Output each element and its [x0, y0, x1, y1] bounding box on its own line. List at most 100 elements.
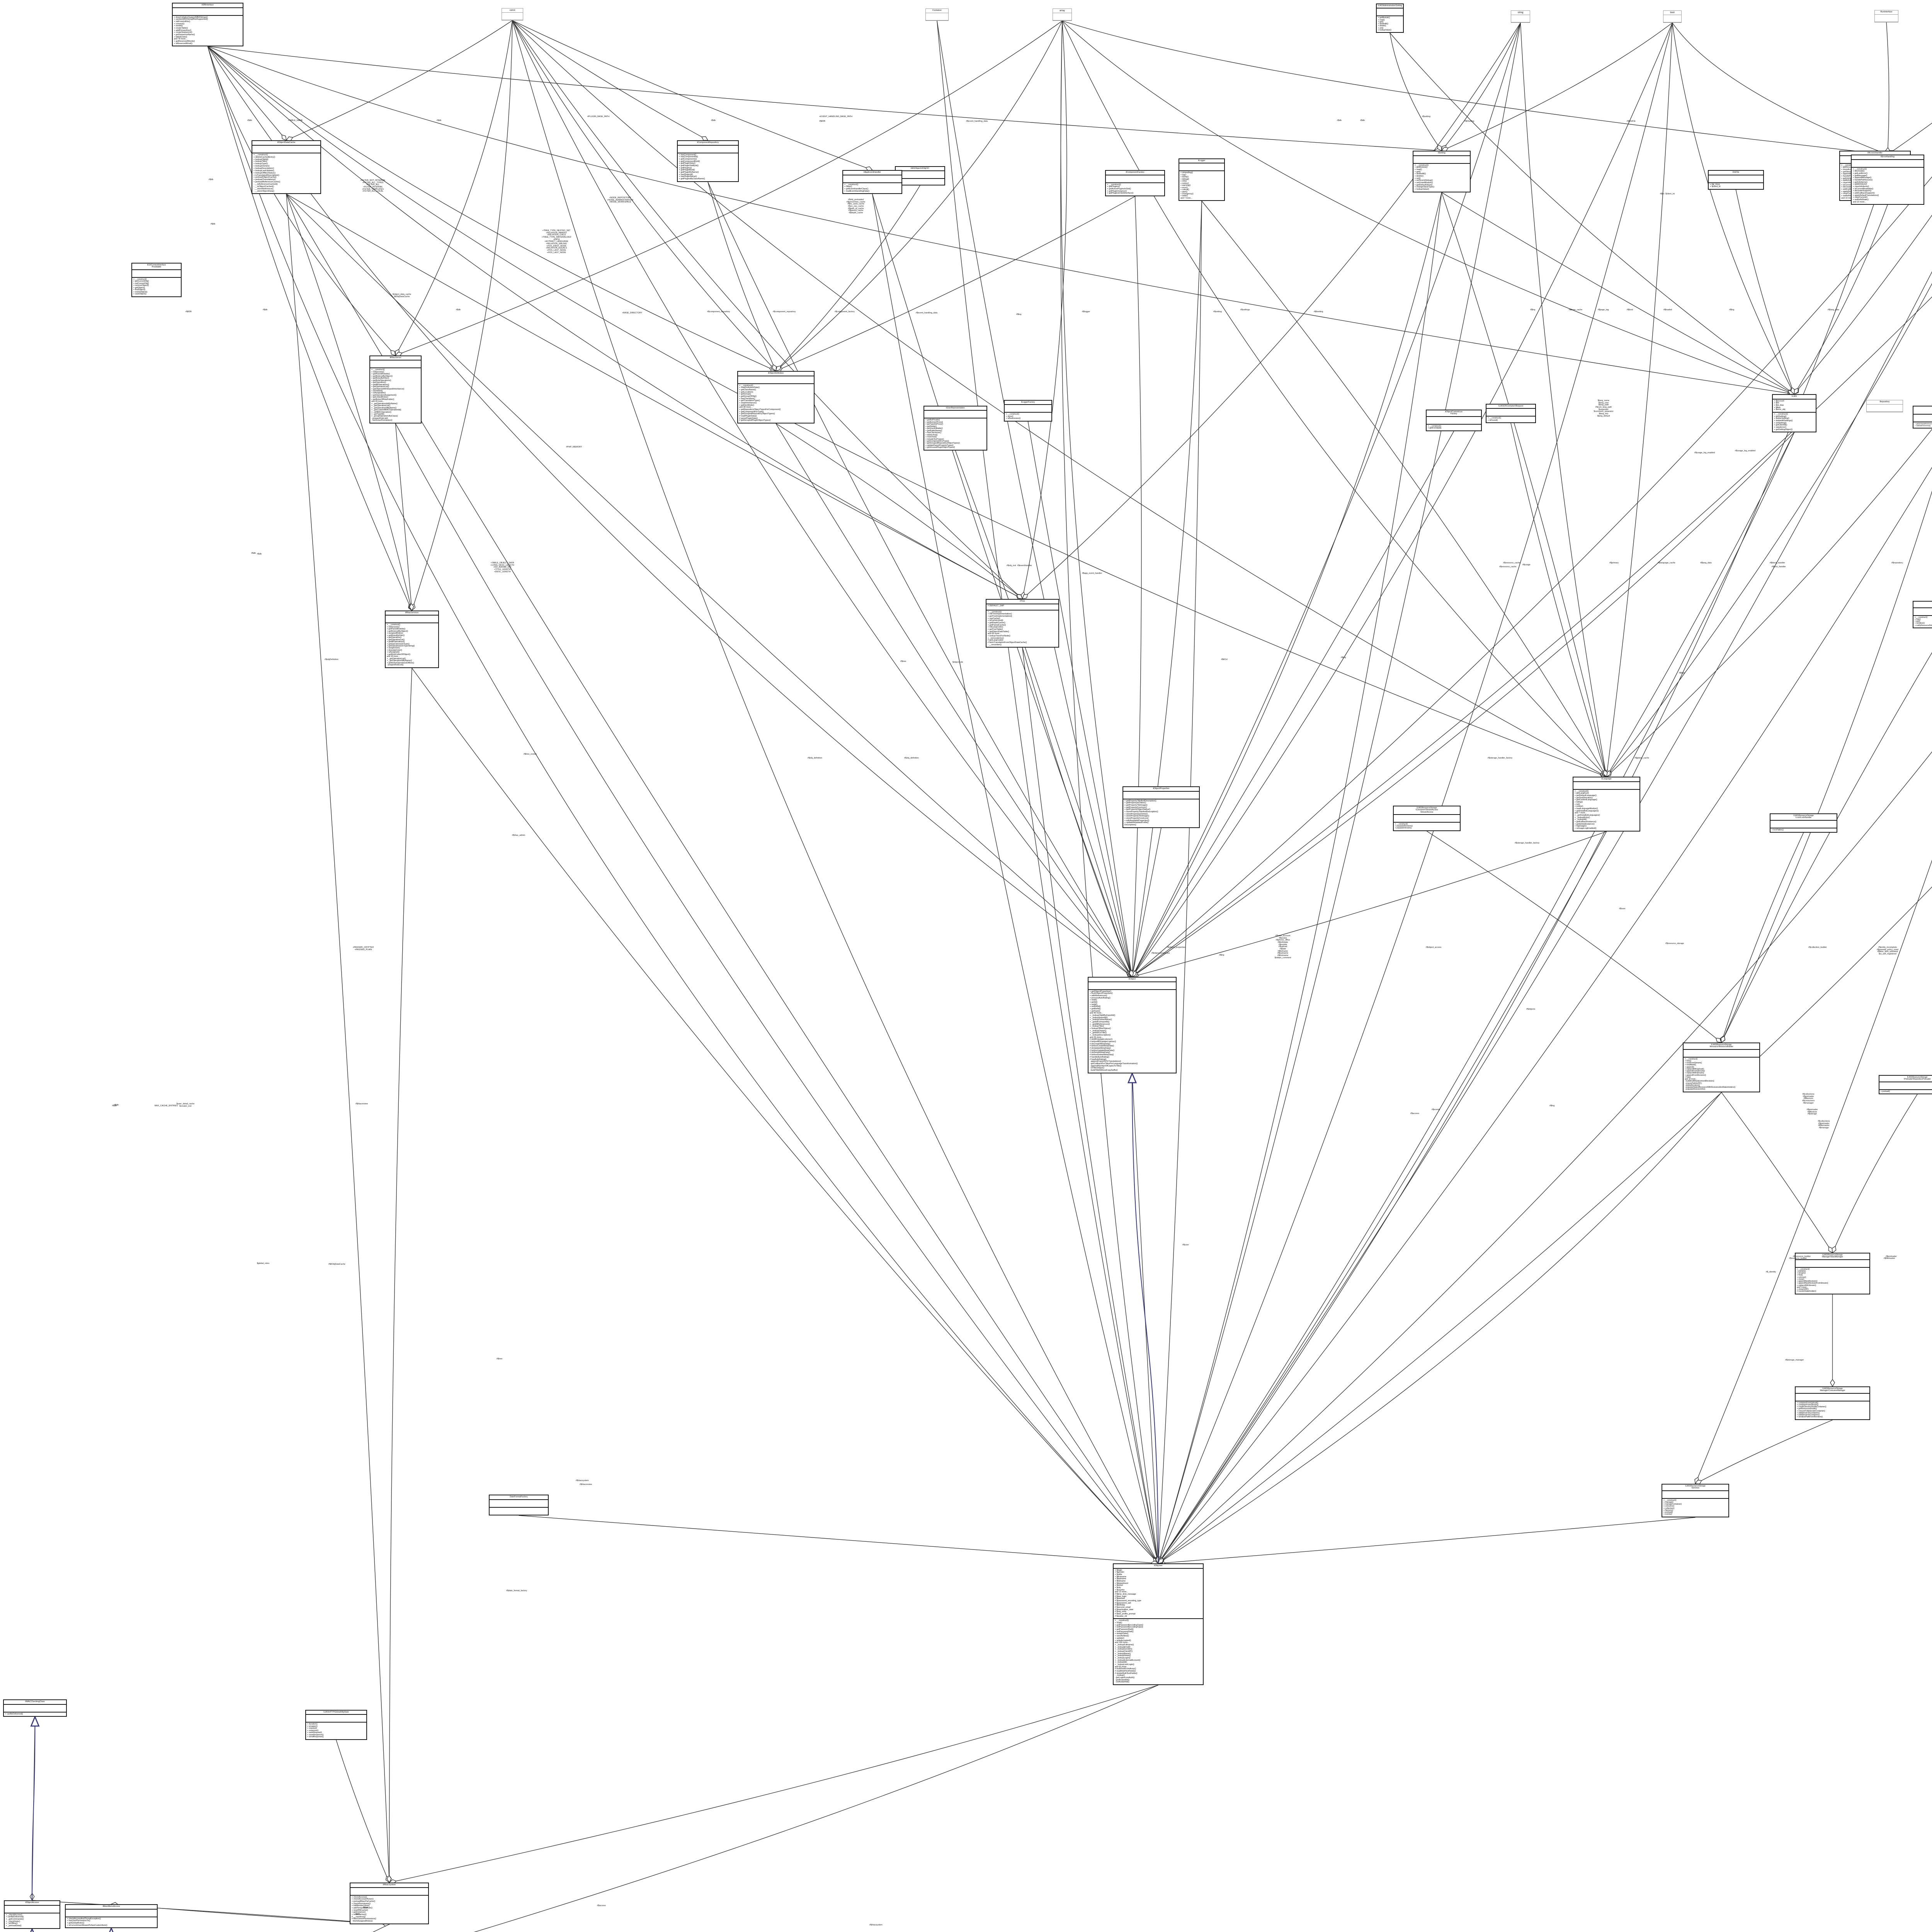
uml-class-ilAppEventHandler[interactable]: ilAppEventHandler+ __construct()+ raise(…: [842, 170, 902, 194]
uml-operation: + read(): [1415, 168, 1422, 171]
uml-class-ilIniFile[interactable]: ilIniFile+ INI_FILE+ $client_id: [1708, 170, 1764, 190]
edge-label: #$lang_data: [1700, 562, 1712, 564]
uml-operation: + clearInfoItems(): [1841, 182, 1858, 184]
uml-class-ilObjectPropsMain[interactable]: ilObjectProperties+ getPropertyTitleAndD…: [1122, 786, 1200, 828]
uml-class-ilWACCheckingClass[interactable]: ilWACCheckingClass+ canBeDelivered(): [3, 1699, 67, 1717]
uml-class-ilDateFormatFactory[interactable]: DateFormatFactory: [489, 1495, 549, 1515]
uml-class-title: ILIAS\ResourceStorage\Resource\ResourceB…: [1684, 1043, 1759, 1050]
uml-class-string[interactable]: string: [1511, 10, 1530, 23]
uml-class-ILIASResourceStorageServices[interactable]: ILIAS\ResourceStorage\Services+ __constr…: [1662, 1484, 1729, 1517]
uml-operation: # doDeleteMetaData(): [1090, 1051, 1111, 1054]
uml-operation: + getPasswordSalt(): [1115, 1628, 1134, 1631]
uml-operation: + lookupValue(): [1415, 188, 1429, 191]
uml-class-operations: + __construct()+ initTreeImplementation(…: [986, 611, 1058, 647]
uml-class-title: ILIAS\ResourceStorage\CollectionIdentifi…: [1913, 602, 1932, 608]
uml-operation: # getGroupedPluginObjectTypes(): [739, 419, 771, 422]
uml-class-attributes: [1879, 1082, 1932, 1090]
edge-label: #$loaded: [1663, 309, 1672, 311]
uml-class-ilObjectDataCache[interactable]: ilObjectDataCache+ __construct()+ delete…: [252, 140, 321, 194]
uml-operation: + info(): [1180, 180, 1187, 183]
uml-operation: + assignData(): [1115, 1633, 1129, 1635]
uml-class-ilTree[interactable]: ilTree# DEFAULT_GAP+ __construct()+ init…: [986, 599, 1059, 648]
uml-operation: + storePropertyCoreIcon(): [1124, 817, 1149, 820]
uml-operation: + __construct(): [253, 153, 268, 156]
uml-operation: and 69 more...: [988, 633, 1001, 635]
uml-class-ILIASResourceStorageResourceBuilder[interactable]: ILIAS\ResourceStorage\Resource\ResourceB…: [1683, 1043, 1760, 1092]
uml-class-ilObject[interactable]: ilObject+ getObjectProperties()+ flushOb…: [1088, 977, 1177, 1073]
uml-operation: + initLangCode(): [988, 626, 1003, 629]
uml-operation: + consume(): [1663, 1505, 1674, 1508]
uml-attribute: # $password_salt: [1115, 1602, 1131, 1604]
uml-operation: + getAllOperations(): [371, 383, 389, 386]
uml-class-ilUserRepresentation[interactable]: ilUserRepresentation+ getAsPrivate()+ ge…: [923, 406, 987, 451]
uml-class-ilObjectRequestRetriever[interactable]: ILIAS\DI\Container\Request+ __construct(…: [1486, 404, 1536, 423]
edge-label: #$objDefinition: [325, 658, 338, 661]
uml-operation: + isBusinesses(): [1006, 417, 1021, 420]
uml-class-ilObjUser[interactable]: ilObjUser+ $login+ $gender+ $utitle+ $fi…: [1113, 1563, 1204, 1685]
uml-class-ilErrorHandling[interactable]: ilErrorHandling+ __construct()+ devmode(…: [1851, 155, 1924, 205]
uml-class-ILIAS[interactable]: ILIAS+ $account+ $ini+ $ini_ilias+ $ilia…: [1772, 394, 1816, 433]
uml-class-ILIASResourceStorageManagerStackManager[interactable]: ILIAS\ResourceStorage\Manager\StackManag…: [1795, 1253, 1870, 1294]
uml-class-ilHTTPGlobalKeyValue[interactable]: ILIAS\HTTP\GlobalHttpState+ duration()+ …: [305, 1710, 367, 1740]
uml-operation: + lookupLastUpdate(): [253, 169, 274, 172]
edge-label: #$user: [1182, 1244, 1189, 1246]
uml-class-ilRbacServices[interactable]: ilRbacServices+ __construct()+ initSessi…: [385, 611, 439, 668]
uml-class-ilObjectFactoryTopMid[interactable]: ilIASObjectUIObjCIC+ db()+ init(): [895, 166, 945, 186]
uml-class-ilRbacReview[interactable]: ilRbacServer+ __construct()+ initSession…: [369, 355, 422, 423]
uml-class-ILIAS\Administration\Setting[interactable]: ILIAS\Administration\Setting+ getModule(…: [1376, 3, 1404, 33]
uml-class-ilMainMenuAccess[interactable]: ilMainMenuAccess+ checkAccessAndThrowExc…: [65, 1904, 158, 1929]
uml-class-title: DateFormatFactory: [490, 1495, 548, 1500]
uml-operation: - buildTitleWithoutCopySuffix(): [1090, 1069, 1118, 1071]
uml-class-ilLoggerFactory[interactable]: ilLoggerFactory+ __construct()+ store()+…: [1004, 400, 1052, 422]
uml-operation: + removeFolderInsideContainer(): [1797, 1410, 1825, 1412]
uml-class-ILIASResourcePreloaderRepositoryPreloader[interactable]: ILIAS\ResourceStorage\Preloader\Reposito…: [1879, 1075, 1932, 1094]
uml-class-ilObjectAccess[interactable]: ilObjectAccess+ _checkAccess()+ canBeDel…: [4, 1900, 60, 1929]
uml-class-ilObjectDefinition[interactable]: ilObjectDefinition+ __construct()+ readD…: [737, 371, 815, 424]
uml-class-ILIASResourceStorageManagerConsumerManager[interactable]: ILIAS\ResourceStorage\Manager\ConsumerMa…: [1795, 1386, 1870, 1420]
uml-class-array[interactable]: array: [1053, 9, 1072, 21]
uml-class-const[interactable]: const: [502, 8, 523, 21]
uml-class-Repository[interactable]: Repository: [1866, 400, 1903, 412]
uml-class-ilRbacSystem[interactable]: ilRbacSystem+ checkAccess()+ checkAccess…: [350, 1883, 429, 1924]
uml-operation: + clone(): [1797, 1278, 1804, 1281]
uml-class-operations: + __construct()+ publish()+ stream()+ fi…: [1796, 1268, 1869, 1294]
uml-operation: + isAssigned(): [387, 651, 400, 654]
edge-label: #$obj_definition: [808, 757, 822, 759]
uml-class-ilComponentFactory[interactable]: ilComponentFactory+ __construct()+ getPl…: [1105, 170, 1165, 197]
edge-label: #$db: [112, 1105, 117, 1107]
uml-operation: # beforeCreateMetaData(): [1090, 1045, 1114, 1048]
uml-operation: + $client_id: [1710, 185, 1721, 188]
edge-label: +NODE_REPOSITORY +NODE_ADMINISTRATION +M…: [607, 197, 633, 204]
uml-class-ilLanguage[interactable]: ilLanguage+ __construct()+ getLangKey()+…: [1573, 777, 1640, 832]
uml-operation: + removeObject(): [133, 284, 149, 287]
uml-operation: + publish(): [1797, 1270, 1806, 1272]
uml-class-attributes: [1796, 1260, 1869, 1268]
uml-operation: + hasPluginId(): [679, 173, 693, 176]
uml-operation: + getSettingObject(): [1774, 428, 1793, 431]
uml-class-ILIASResourceStorageIdentification[interactable]: ILIAS\ResourceStorage\Identification\Col…: [1913, 406, 1932, 429]
uml-class-ILIASResourceStorageConsumerStreamAccess[interactable]: ILIAS\ResourceStorage\Consumer\StreamAcc…: [1393, 806, 1461, 831]
uml-class-Container[interactable]: Container: [925, 9, 949, 21]
uml-operation: + getSequenceName(): [174, 34, 195, 36]
uml-class-ilComponentRepository[interactable]: ilComponentRepository+ hasComponent()+ h…: [677, 140, 739, 182]
uml-class-ilBookingReservation[interactable]: ILIAS\ResourceStorage\CollectionIdentifi…: [1913, 601, 1932, 628]
uml-class-ILIASResourceStorageLockCustomHandler[interactable]: ILIAS\ResourceStorage\Lock\LockHandler+ …: [1770, 813, 1837, 833]
uml-class-ilDBInterface[interactable]: ilDBInterface+ doesCollationSupportMB4St…: [172, 3, 243, 47]
uml-operation: + replaceWithStream(): [1797, 1284, 1816, 1287]
uml-class-attributes: [4, 1705, 66, 1713]
uml-operation: + getDevMode(): [739, 404, 754, 406]
uml-class-bool[interactable]: bool: [1663, 10, 1682, 23]
uml-class-operations: + __construct()+ deleteCachedEntry()+ lo…: [252, 153, 320, 194]
uml-class-operations: + INI_FILE+ $client_id: [1709, 183, 1763, 189]
uml-operation: + _lookupFullname(): [1115, 1643, 1134, 1646]
uml-attribute: + $city: [1115, 1587, 1121, 1589]
uml-operation: + lookupDescription(): [253, 167, 274, 170]
uml-operation: + log(): [1180, 173, 1186, 176]
uml-class-RunInterface[interactable]: RunInterface: [1874, 10, 1898, 22]
uml-class-ilLogger[interactable]: ilLogger+ isHandling()+ log()+ dump()+ d…: [1179, 158, 1225, 201]
uml-operation: + getLangKey(): [1575, 792, 1589, 795]
edge-label: #$collections #$preloader #$flavours #$c…: [1802, 1093, 1815, 1104]
uml-class-ilSetting[interactable]: ilSetting+ __construct()+ getModule()+ r…: [1413, 151, 1471, 192]
